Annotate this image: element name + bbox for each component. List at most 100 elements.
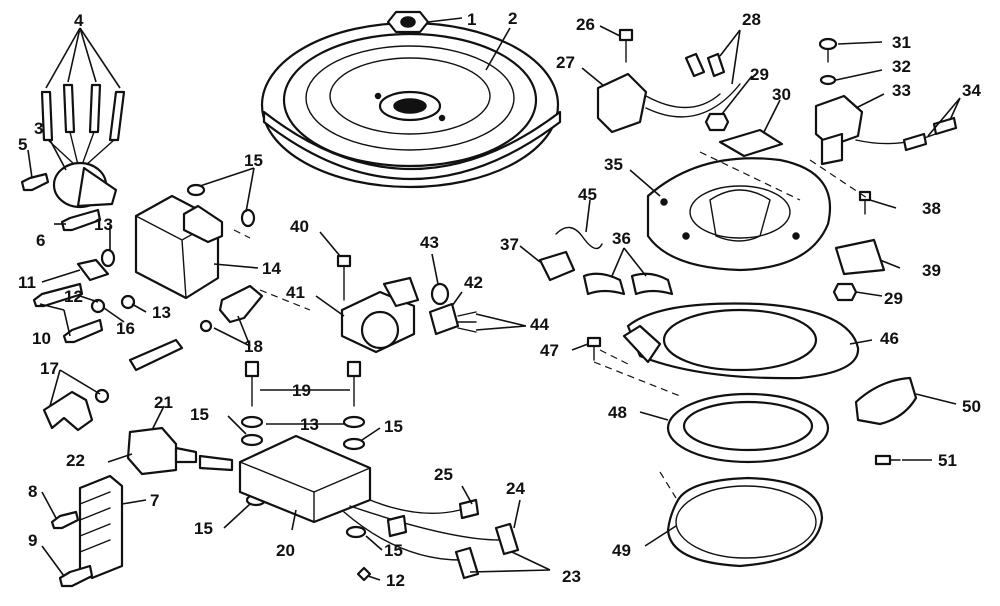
callout-50: 50 <box>962 397 981 416</box>
power-pack <box>134 194 224 300</box>
callout-labels: 1 2 3 4 5 6 7 8 9 10 11 12 12 13 13 13 1… <box>18 9 981 590</box>
screw-29-top <box>704 112 730 132</box>
callout-15c: 15 <box>384 417 403 436</box>
connector-42 <box>428 302 460 336</box>
callout-29b: 29 <box>884 289 903 308</box>
washer-32 <box>819 74 837 86</box>
callout-39: 39 <box>922 261 941 280</box>
callout-20: 20 <box>276 541 295 560</box>
screw-51 <box>874 454 901 466</box>
sensor-21-22 <box>126 426 198 476</box>
callout-11: 11 <box>18 273 36 292</box>
clip-45 <box>555 226 603 250</box>
terminal-block-7 <box>78 474 124 580</box>
callout-9: 9 <box>28 531 37 550</box>
callout-6: 6 <box>36 231 45 250</box>
callout-18: 18 <box>244 337 263 356</box>
callout-26: 26 <box>576 15 595 34</box>
screw-29-bottom <box>832 282 858 302</box>
callout-43: 43 <box>420 233 439 252</box>
callout-16: 16 <box>116 319 135 338</box>
boot-18 <box>128 284 264 372</box>
callout-32: 32 <box>892 57 911 76</box>
callout-7: 7 <box>150 491 159 510</box>
washer-16 <box>90 298 106 314</box>
callout-4: 4 <box>74 11 84 30</box>
callout-17: 17 <box>40 359 59 378</box>
callout-8: 8 <box>28 482 37 501</box>
callout-37: 37 <box>500 235 519 254</box>
screw-6 <box>60 208 102 232</box>
screws-19 <box>244 360 362 407</box>
wires-23-25 <box>343 498 520 582</box>
screw-5 <box>20 172 50 192</box>
alignment-lines <box>233 151 871 499</box>
callout-49: 49 <box>612 541 631 560</box>
callout-3: 3 <box>34 119 43 138</box>
callout-14: 14 <box>262 259 281 278</box>
washers-15-top <box>100 183 256 310</box>
callout-34: 34 <box>962 81 981 100</box>
callout-36: 36 <box>612 229 631 248</box>
callout-23: 23 <box>562 567 581 586</box>
callout-27: 27 <box>556 53 575 72</box>
boot-17 <box>42 388 110 432</box>
screw-10 <box>32 282 104 344</box>
callout-25: 25 <box>434 465 453 484</box>
callout-41: 41 <box>286 283 305 302</box>
screw-26 <box>618 28 634 63</box>
ring-48 <box>666 392 830 464</box>
callout-44: 44 <box>530 315 549 334</box>
clip-43 <box>430 282 450 306</box>
terminals-44 <box>457 311 477 333</box>
callout-19: 19 <box>292 381 311 400</box>
spark-plug-leads <box>40 83 126 166</box>
callout-48: 48 <box>608 403 627 422</box>
callout-28: 28 <box>742 10 761 29</box>
callout-51: 51 <box>938 451 957 470</box>
leads-34 <box>902 116 958 152</box>
callout-13b: 13 <box>152 303 171 322</box>
leads-28 <box>684 52 726 78</box>
callout-35: 35 <box>604 155 623 174</box>
flywheel <box>260 21 562 189</box>
stator-base-35 <box>646 157 832 272</box>
leader-lines <box>27 17 961 581</box>
callout-15e: 15 <box>384 541 403 560</box>
screw-47 <box>586 336 602 361</box>
screw-8 <box>50 510 80 530</box>
flywheel-nut <box>386 10 430 34</box>
connector-37 <box>538 250 576 282</box>
screw-31 <box>818 37 838 63</box>
callout-30: 30 <box>772 85 791 104</box>
callout-10: 10 <box>32 329 51 348</box>
callout-15b: 15 <box>190 405 209 424</box>
callout-38: 38 <box>922 199 941 218</box>
callout-15a: 15 <box>244 151 263 170</box>
screw-38 <box>858 190 872 215</box>
module-20 <box>198 434 372 524</box>
callout-12b: 12 <box>386 571 405 590</box>
retaining-ring-49 <box>666 476 824 568</box>
callout-13a: 13 <box>94 215 113 234</box>
callout-40: 40 <box>290 217 309 236</box>
callout-2: 2 <box>508 9 517 28</box>
segment-39 <box>834 238 886 276</box>
callout-22: 22 <box>66 451 85 470</box>
callout-5: 5 <box>18 135 27 154</box>
callout-33: 33 <box>892 81 911 100</box>
ignition-coil-left <box>52 161 118 209</box>
screw-40 <box>336 254 352 301</box>
callout-1: 1 <box>467 10 476 29</box>
screw-9 <box>58 564 94 588</box>
callout-47: 47 <box>540 341 559 360</box>
callout-42: 42 <box>464 273 483 292</box>
callout-31: 31 <box>892 33 911 52</box>
sleeves-36 <box>582 272 674 296</box>
plate-30 <box>718 128 784 158</box>
callout-24: 24 <box>506 479 525 498</box>
sensor-41 <box>340 276 420 354</box>
weight-50 <box>854 376 918 426</box>
plate-46 <box>622 302 860 380</box>
